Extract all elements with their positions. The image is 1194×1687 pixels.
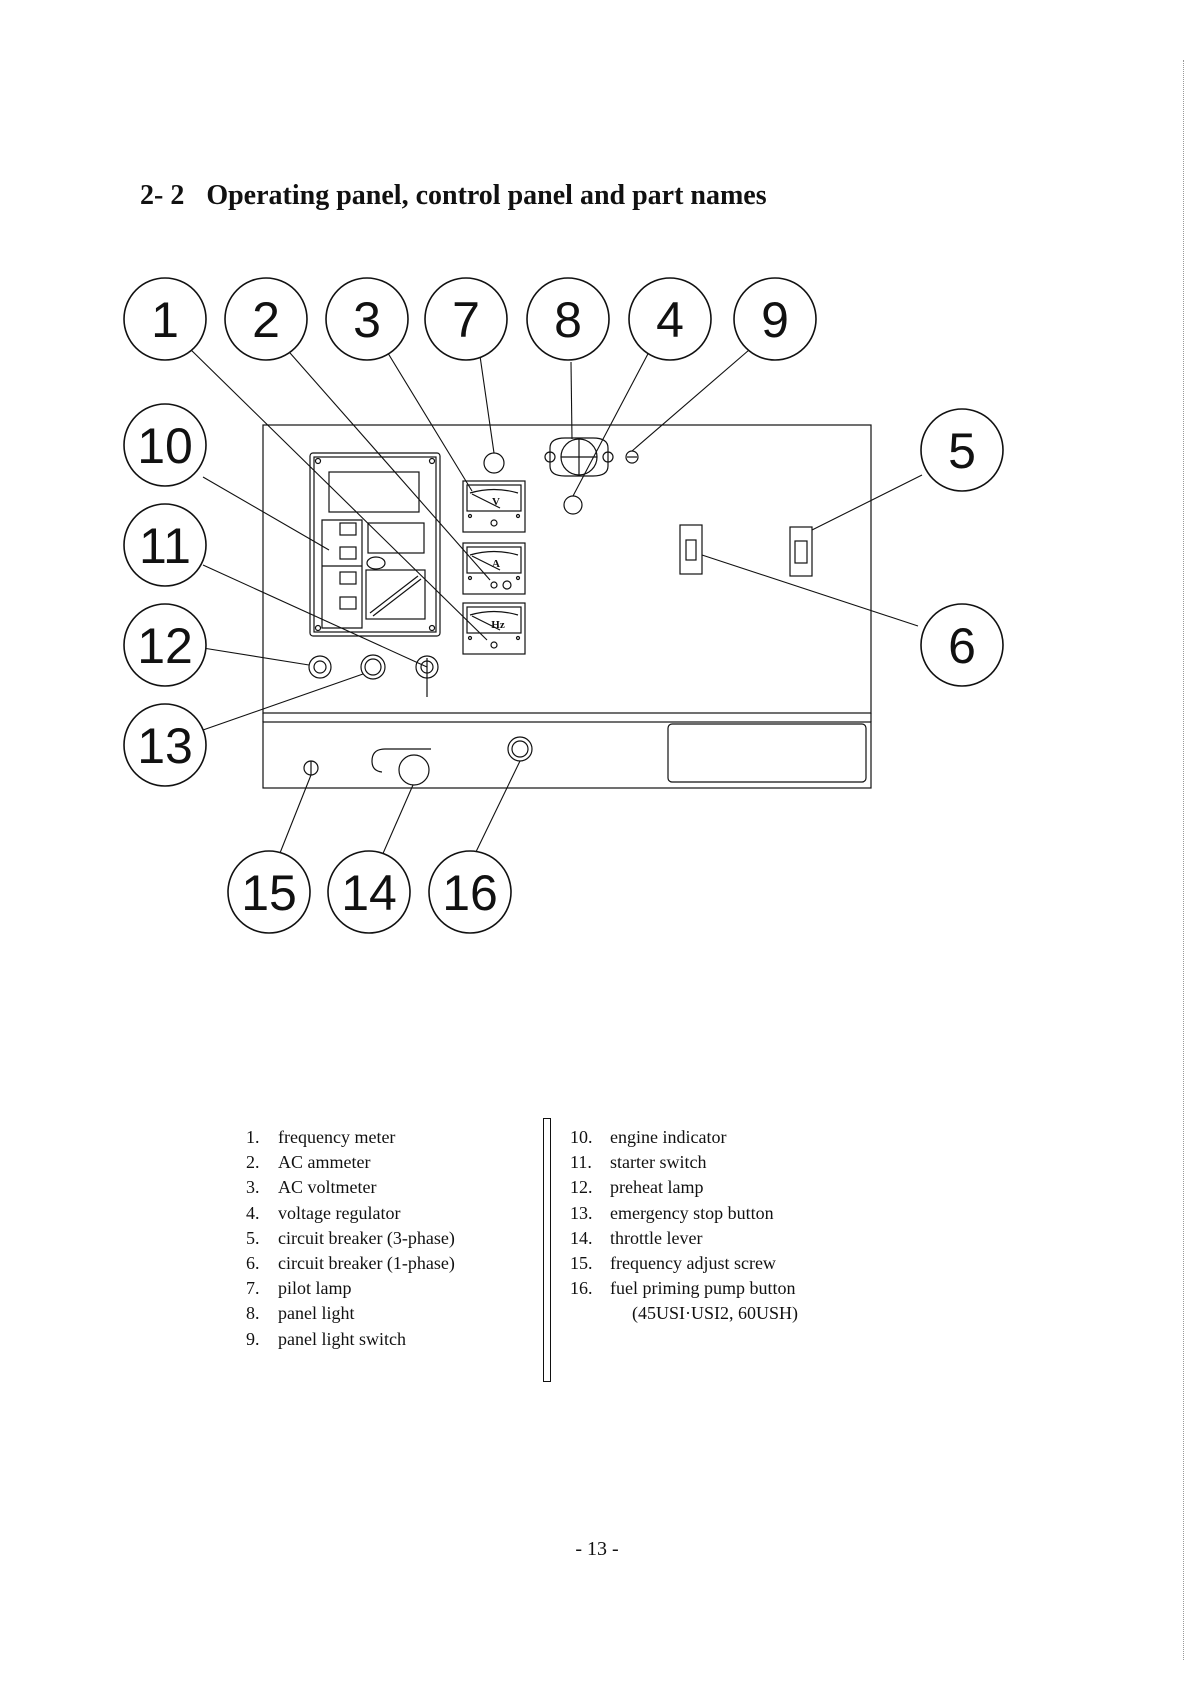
- legend-item: 10.engine indicator: [570, 1127, 727, 1147]
- meter-unit-hz: Hz: [491, 619, 505, 631]
- frequency-adjust-screw: [303, 760, 319, 776]
- emergency-stop-button: [360, 654, 386, 680]
- callout-12-number: 12: [137, 618, 193, 674]
- pilot-lamp: [483, 452, 505, 474]
- callout-8-number: 8: [554, 292, 582, 348]
- operating-panel-outline: [262, 424, 872, 714]
- callout-5-number: 5: [948, 423, 976, 479]
- callout-6: 6: [920, 603, 1004, 687]
- callout-13-number: 13: [137, 718, 193, 774]
- callout-4-number: 4: [656, 292, 684, 348]
- leader-lines: [185, 344, 923, 859]
- callout-3: 3: [325, 277, 409, 361]
- preheat-lamp: [308, 655, 332, 679]
- callout-16: 16: [428, 850, 512, 934]
- callout-5: 5: [920, 408, 1004, 492]
- callout-12: 12: [123, 603, 207, 687]
- page-number: - 13 -: [575, 1538, 619, 1560]
- control-panel-diagram: V A Hz: [123, 277, 1004, 934]
- section-number: 2- 2: [140, 180, 185, 211]
- legend-item: 8.panel light: [246, 1303, 355, 1324]
- legend-item: 15.frequency adjust screw: [570, 1253, 776, 1274]
- callout-11: 11: [123, 503, 207, 587]
- legend-item: 3.AC voltmeter: [246, 1177, 377, 1198]
- callout-4: 4: [628, 277, 712, 361]
- callout-10: 10: [123, 403, 207, 487]
- throttle-lever: [371, 748, 431, 786]
- voltage-regulator-knob: [563, 495, 583, 515]
- legend-item: 5.circuit breaker (3-phase): [246, 1227, 455, 1248]
- meter-unit-a: A: [492, 558, 500, 570]
- ac-voltmeter: V: [462, 480, 526, 533]
- frequency-meter: Hz: [462, 602, 526, 655]
- callout-2-number: 2: [252, 292, 280, 348]
- callout-14: 14: [327, 850, 411, 934]
- callout-6-number: 6: [948, 618, 976, 674]
- legend-item: 6.circuit breaker (1-phase): [246, 1253, 455, 1274]
- callout-8: 8: [526, 277, 610, 361]
- ac-ammeter: A: [462, 542, 526, 595]
- parts-legend-left: 1.frequency meter 2.AC ammeter 3.AC volt…: [246, 1125, 455, 1352]
- legend-item: 1.frequency meter: [246, 1127, 396, 1147]
- meter-unit-v: V: [492, 496, 500, 508]
- control-panel-outline: [262, 721, 872, 789]
- callout-15: 15: [227, 850, 311, 934]
- callout-9-number: 9: [761, 292, 789, 348]
- callout-3-number: 3: [353, 292, 381, 348]
- callout-10-number: 10: [137, 418, 193, 474]
- legend-item: 12.preheat lamp: [570, 1177, 704, 1198]
- section-heading: 2- 2 Operating panel, control panel and p…: [140, 180, 767, 212]
- legend-item: 16.fuel priming pump button: [570, 1278, 796, 1299]
- callout-11-number: 11: [139, 518, 191, 574]
- nameplate: [667, 723, 867, 783]
- legend-item: 13.emergency stop button: [570, 1202, 774, 1223]
- section-title: Operating panel, control panel and part …: [206, 180, 767, 211]
- legend-item: 2.AC ammeter: [246, 1152, 371, 1173]
- circuit-breaker-1phase: [679, 524, 703, 575]
- engine-indicator: [309, 452, 441, 637]
- starter-switch: [415, 655, 439, 697]
- fuel-priming-pump-button: [507, 736, 533, 762]
- callout-15-number: 15: [241, 865, 297, 921]
- legend-item: 11.starter switch: [570, 1152, 707, 1173]
- legend-item: 4.voltage regulator: [246, 1202, 401, 1223]
- callout-1: 1: [123, 277, 207, 361]
- parts-legend-right: 10.engine indicator 11.starter switch 12…: [570, 1125, 798, 1327]
- callout-7: 7: [424, 277, 508, 361]
- legend-item: 7.pilot lamp: [246, 1278, 352, 1299]
- callout-2: 2: [224, 277, 308, 361]
- callout-7-number: 7: [452, 292, 480, 348]
- callout-1-number: 1: [151, 292, 179, 348]
- panel-light: [544, 437, 614, 477]
- scan-margin-line: [1183, 60, 1184, 1660]
- callout-14-number: 14: [341, 865, 397, 921]
- callout-9: 9: [733, 277, 817, 361]
- circuit-breaker-3phase: [789, 526, 813, 577]
- panel-light-switch: [625, 450, 639, 464]
- callout-13: 13: [123, 703, 207, 787]
- callout-16-number: 16: [442, 865, 498, 921]
- legend-item: 9.panel light switch: [246, 1328, 406, 1349]
- legend-model-note: (45USI·USI2, 60USH): [632, 1303, 798, 1324]
- legend-divider: [543, 1118, 551, 1382]
- legend-item: 14.throttle lever: [570, 1227, 703, 1248]
